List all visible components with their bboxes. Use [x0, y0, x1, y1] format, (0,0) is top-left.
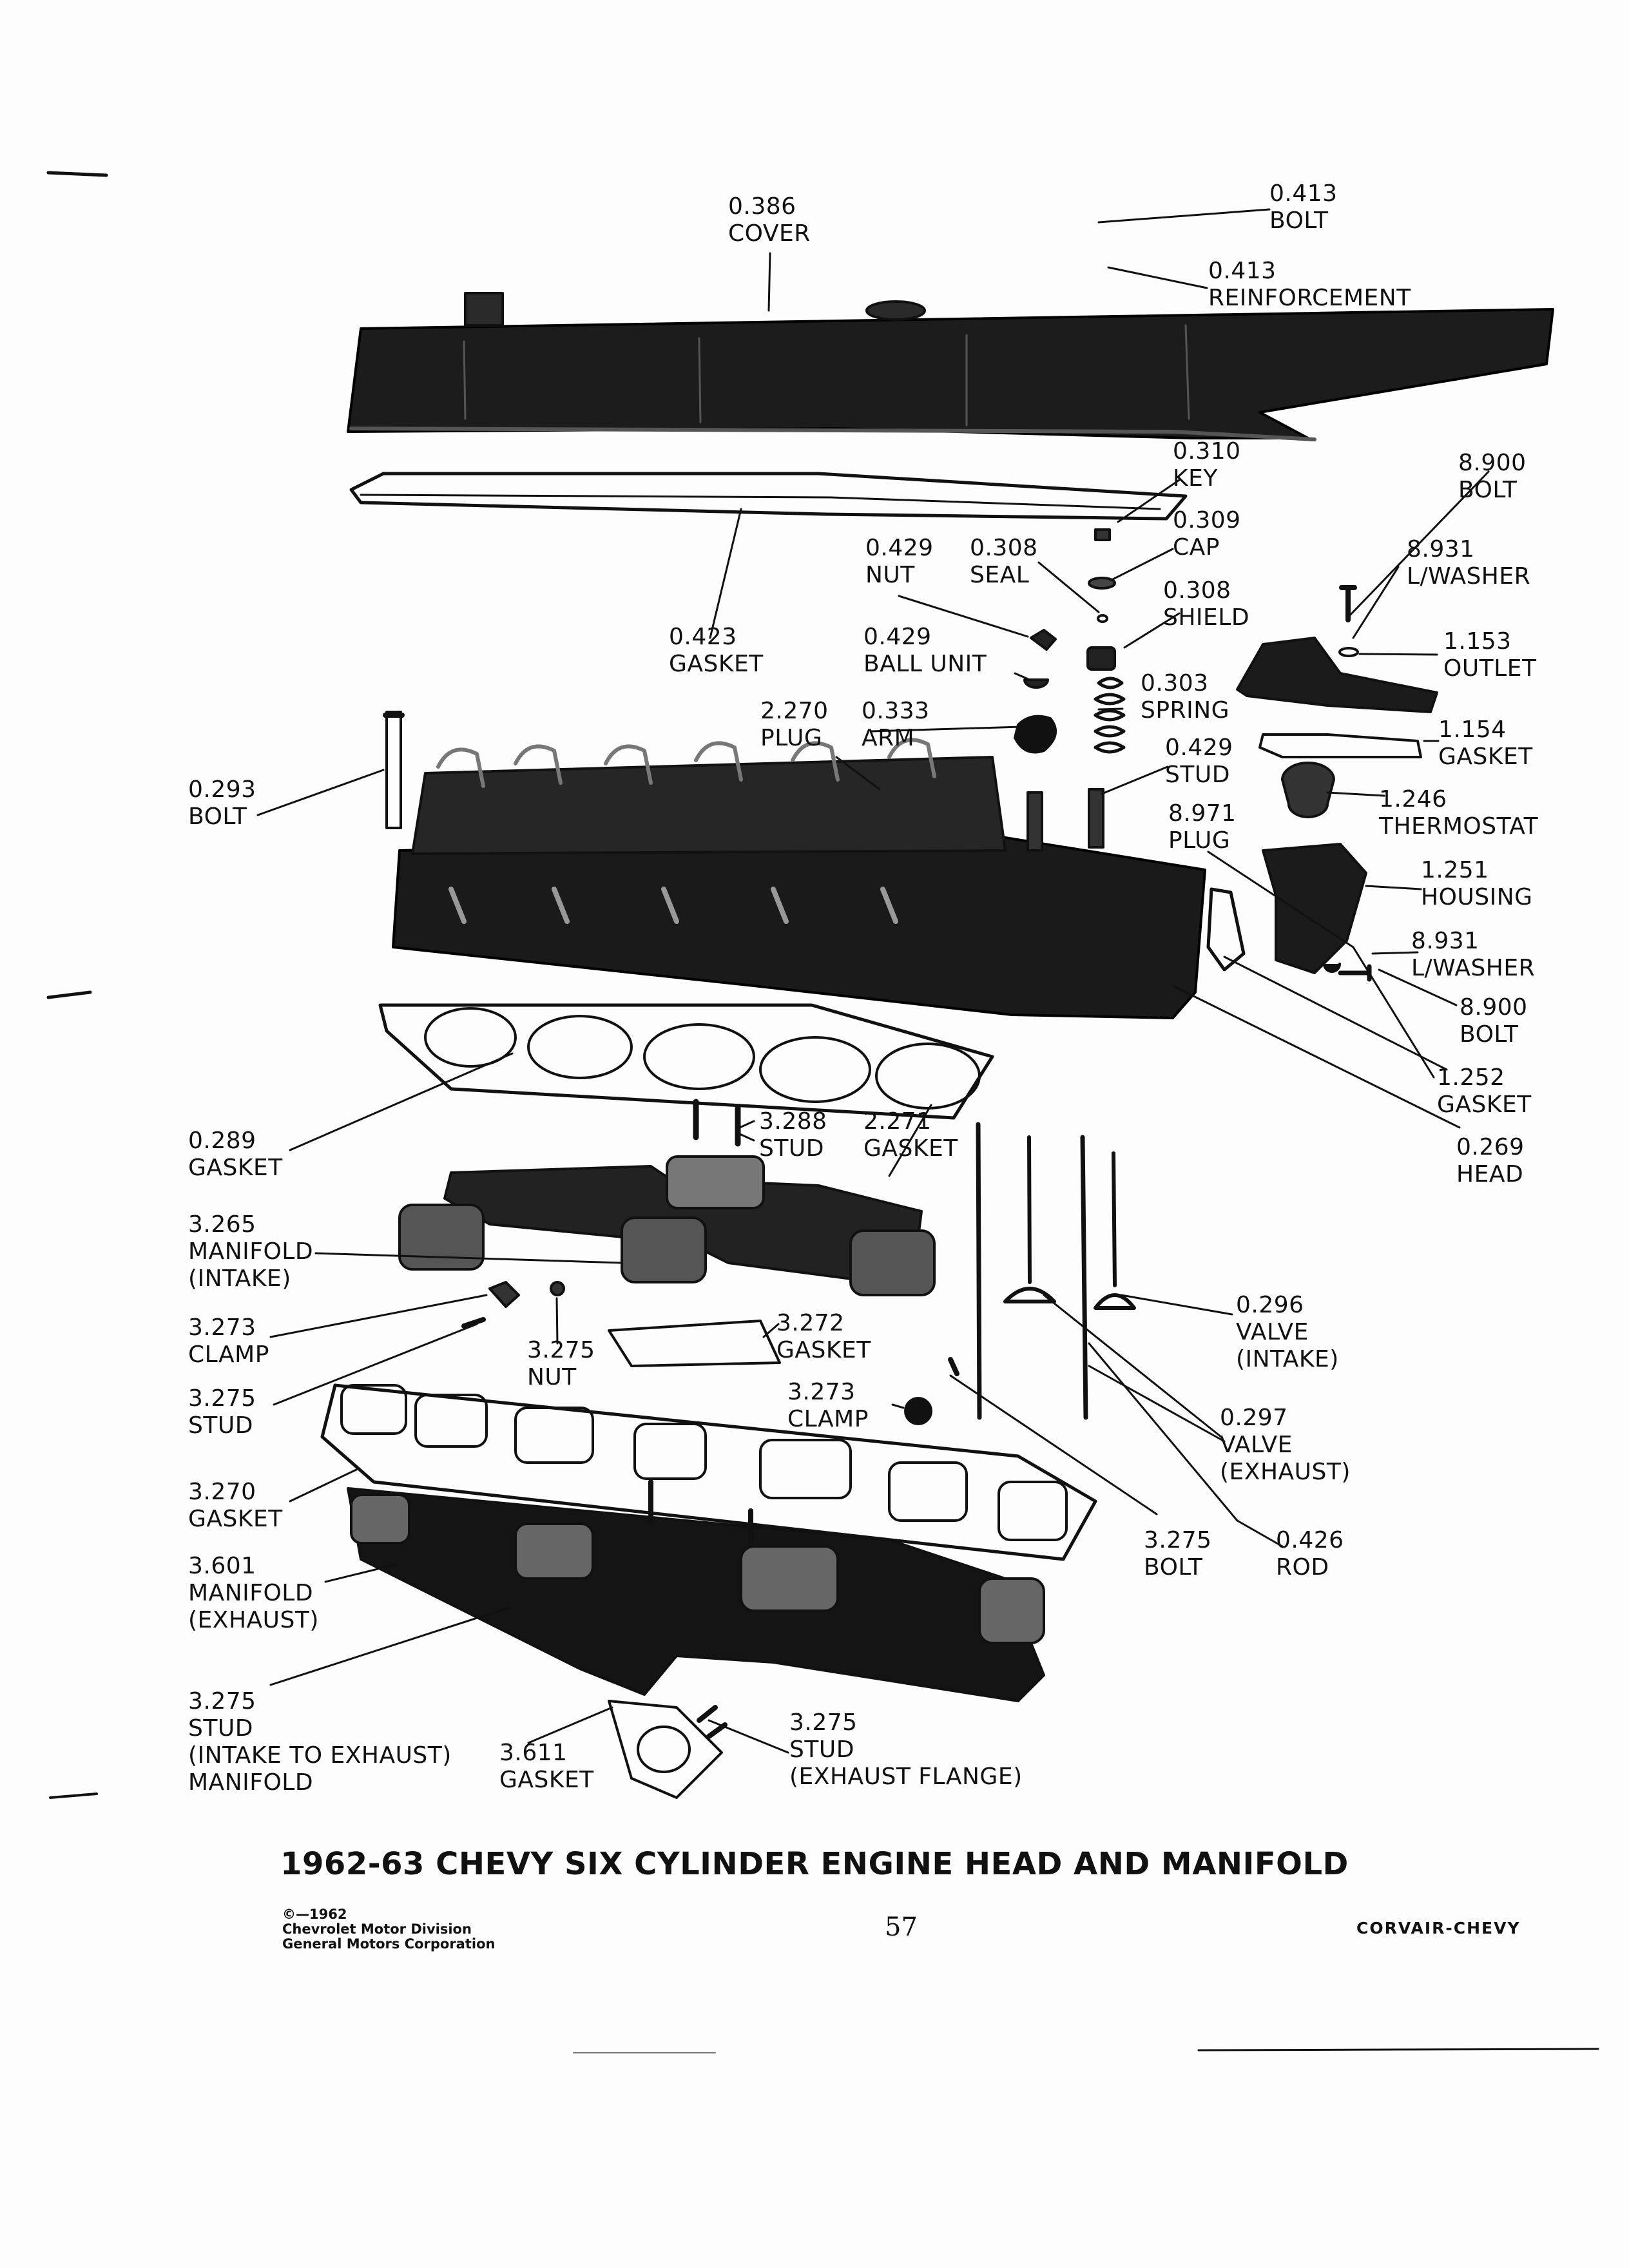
cylinder-head	[383, 711, 1206, 1019]
scan-mark-3	[49, 1792, 98, 1799]
page-title: 1962-63 CHEVY SIX CYLINDER ENGINE HEAD A…	[280, 1846, 1349, 1882]
scan-mark-1	[46, 171, 108, 177]
small-hardware	[461, 1281, 959, 1425]
copyright-notice: ©—1962 Chevrolet Motor Division General …	[282, 1907, 496, 1952]
rocker-parts	[1014, 528, 1126, 754]
intake-manifold	[398, 1155, 936, 1296]
thermostat-outlet-group	[1206, 585, 1438, 982]
valves-and-pushrods	[976, 1122, 1136, 1420]
exhaust-manifold	[347, 1479, 1045, 1702]
manifold-gasket	[320, 1383, 1097, 1561]
page-number: 57	[885, 1912, 918, 1942]
footer-rule-right	[1197, 2048, 1599, 2052]
catalog-series: CORVAIR-CHEVY	[1356, 1919, 1521, 1937]
valve-cover-gasket	[349, 472, 1188, 521]
studs-3288	[693, 1099, 741, 1147]
leader-lines	[256, 208, 1490, 1754]
head-gasket	[378, 1003, 994, 1120]
scan-mark-2	[46, 990, 92, 999]
valve-cover	[347, 292, 1554, 441]
flange-gasket	[608, 1700, 728, 1799]
